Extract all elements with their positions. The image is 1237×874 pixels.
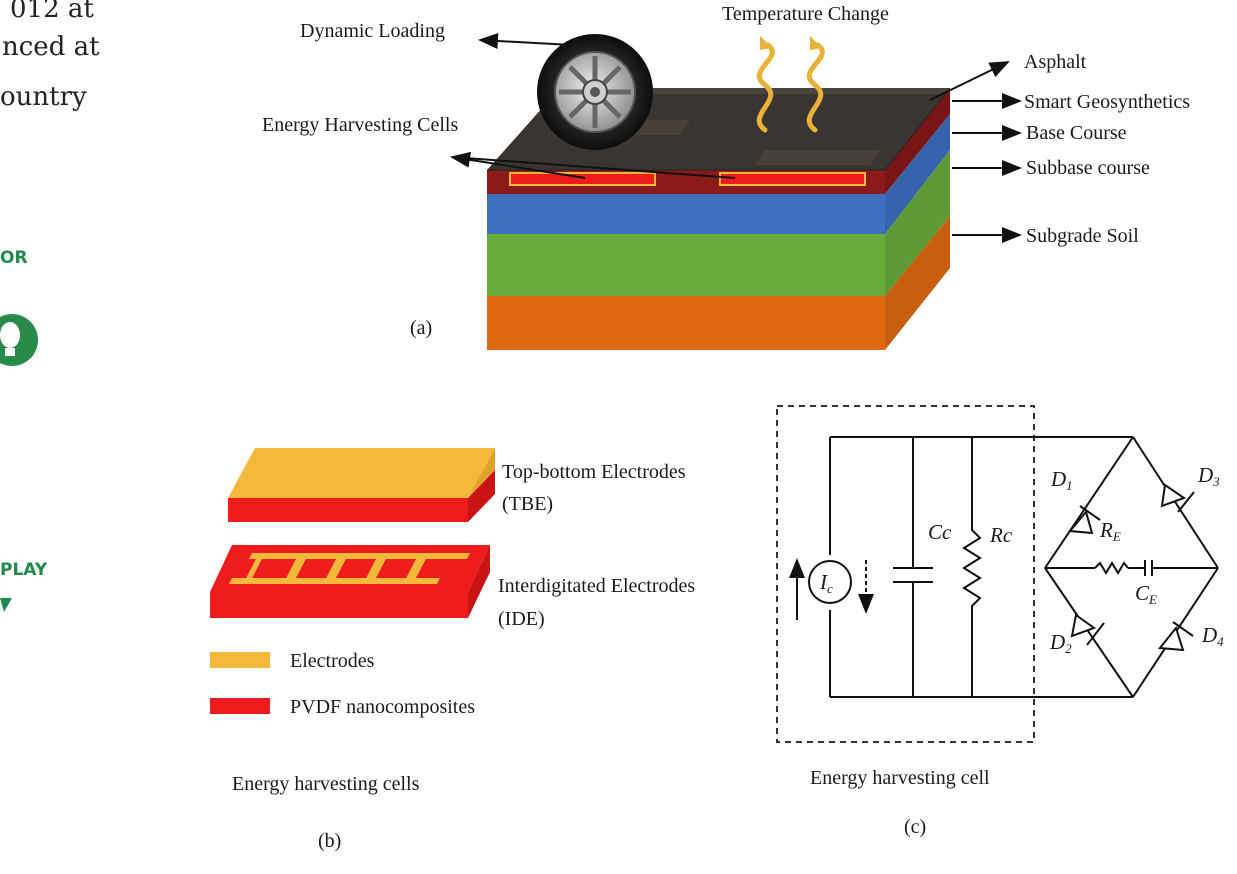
- cell-pointer-2: [451, 156, 736, 179]
- ide-label-line-2: (IDE): [498, 608, 545, 630]
- left-text-line-1: 012 at: [10, 0, 94, 24]
- layer-front-subbase: [487, 234, 885, 296]
- tbe-cell: [228, 448, 495, 522]
- layer-side-geosynthetic: [885, 88, 950, 194]
- diode-d1-icon: [1068, 505, 1101, 535]
- ide-cell: [210, 545, 490, 618]
- circuit: [829, 436, 1219, 698]
- chevron-down-icon: [0, 598, 12, 612]
- source-label: Ic: [819, 570, 833, 596]
- harvesting-cell-front-1: [509, 172, 656, 186]
- diode-d3-icon: [1160, 483, 1195, 513]
- ce-label: CE: [1135, 581, 1157, 607]
- re-label: RE: [1099, 518, 1121, 544]
- left-text-line-2: nced at: [2, 32, 100, 62]
- layer-front-base: [487, 194, 885, 234]
- layer-label-base-course: Base Course: [1026, 122, 1127, 144]
- layer-label-subgrade-soil: Subgrade Soil: [1026, 225, 1139, 247]
- d2-label: D2: [1049, 630, 1072, 656]
- heat-wave-icon: [756, 42, 825, 133]
- d4-label: D4: [1201, 623, 1224, 649]
- temperature-change-label: Temperature Change: [722, 3, 889, 25]
- legend-electrodes-swatch: [210, 652, 270, 668]
- dynamic-loading-label: Dynamic Loading: [300, 20, 445, 42]
- layer-label-asphalt: Asphalt: [1024, 51, 1087, 73]
- layer-label-subbase-course: Subbase course: [1026, 157, 1150, 179]
- current-source-icon: [808, 560, 852, 604]
- wheel-icon: [537, 34, 653, 150]
- layer-front-subgrade: [487, 296, 885, 350]
- panel-b-caption: Energy harvesting cells: [232, 773, 420, 795]
- energy-harvesting-cells-label: Energy Harvesting Cells: [262, 114, 458, 136]
- tbe-label-line-2: (TBE): [502, 493, 553, 515]
- harvesting-cell-front-2: [719, 172, 866, 186]
- cell-pointer-1: [450, 151, 586, 179]
- d3-label: D3: [1197, 463, 1220, 489]
- badge-bottom-text: PLAY: [0, 560, 48, 580]
- bulb-icon: [0, 314, 38, 366]
- panel-b-label: (b): [318, 830, 341, 852]
- panel-a-label: (a): [410, 317, 432, 339]
- legend-pvdf-label: PVDF nanocomposites: [290, 696, 475, 718]
- legend-pvdf-swatch: [210, 698, 270, 714]
- rc-label: Rc: [989, 523, 1013, 547]
- layer-label-smart-geosynthetics: Smart Geosynthetics: [1024, 91, 1190, 113]
- diode-d2-icon: [1070, 613, 1105, 646]
- left-text-line-3: ountry: [0, 82, 87, 112]
- layer-side-base: [885, 114, 950, 234]
- layer-side-subbase: [885, 150, 950, 296]
- layer-side-subgrade: [885, 216, 950, 350]
- diode-d4-icon: [1158, 621, 1194, 652]
- panel-c-caption: Energy harvesting cell: [810, 767, 990, 789]
- panel-c-label: (c): [904, 816, 926, 838]
- cell-boundary-box: [776, 405, 1035, 743]
- badge-top-text: OR: [0, 248, 28, 268]
- cc-label: Cc: [928, 520, 952, 544]
- d1-label: D1: [1050, 467, 1073, 493]
- tbe-label-line-1: Top-bottom Electrodes: [502, 461, 686, 483]
- ide-label-line-1: Interdigitated Electrodes: [498, 575, 695, 597]
- legend-electrodes-label: Electrodes: [290, 650, 375, 672]
- dynamic-loading-arrow: [478, 32, 573, 49]
